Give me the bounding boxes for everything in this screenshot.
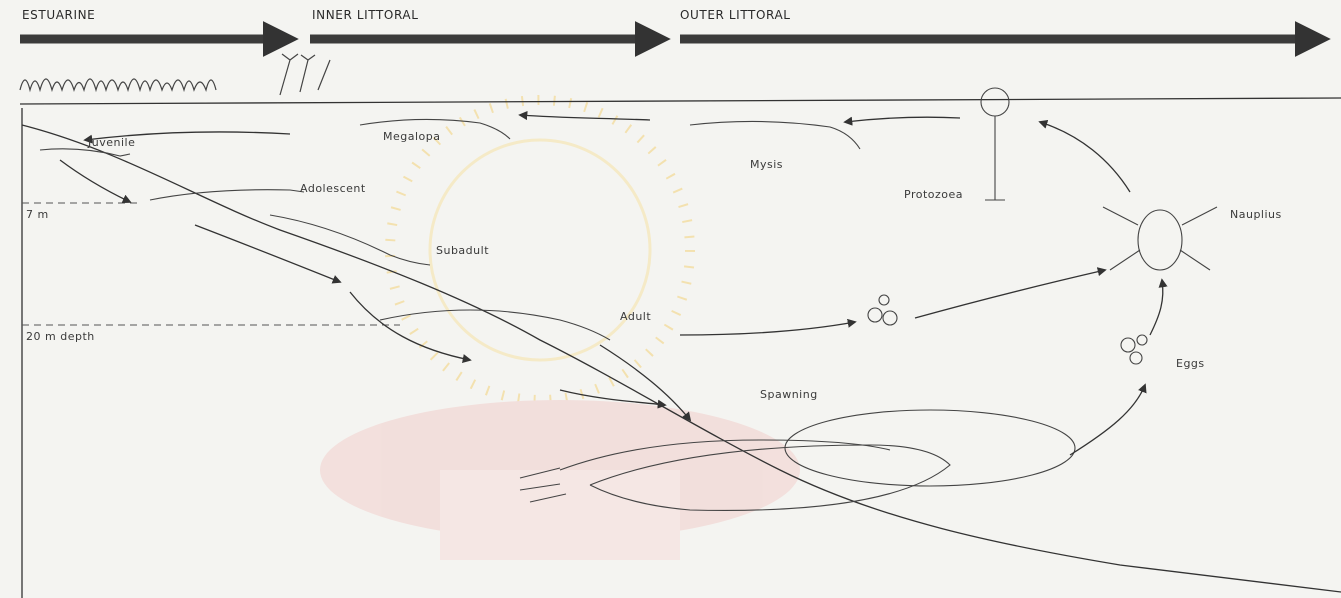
stage-label-spawning: Spawning xyxy=(760,388,818,401)
stage-label-adult: Adult xyxy=(620,310,651,323)
stage-label-protozoea: Protozoea xyxy=(904,188,963,201)
stage-label-eggs: Eggs xyxy=(1176,357,1205,370)
zone-label-estuarine: ESTUARINE xyxy=(22,8,95,22)
stage-label-mysis: Mysis xyxy=(750,158,783,171)
zone-label-inner-littoral: INNER LITTORAL xyxy=(312,8,419,22)
stage-label-adolescent: Adolescent xyxy=(300,182,366,195)
stage-label-subadult: Subadult xyxy=(436,244,489,257)
stage-label-juvenile: Juvenile xyxy=(88,136,135,149)
depth-label-20m: 20 m depth xyxy=(26,330,95,343)
stage-label-megalopa: Megalopa xyxy=(383,130,441,143)
stage-label-nauplius: Nauplius xyxy=(1230,208,1282,221)
depth-lines xyxy=(22,203,400,325)
shore-vegetation xyxy=(20,54,330,95)
depth-label-7m: 7 m xyxy=(26,208,49,221)
zone-label-outer-littoral: OUTER LITTORAL xyxy=(680,8,791,22)
